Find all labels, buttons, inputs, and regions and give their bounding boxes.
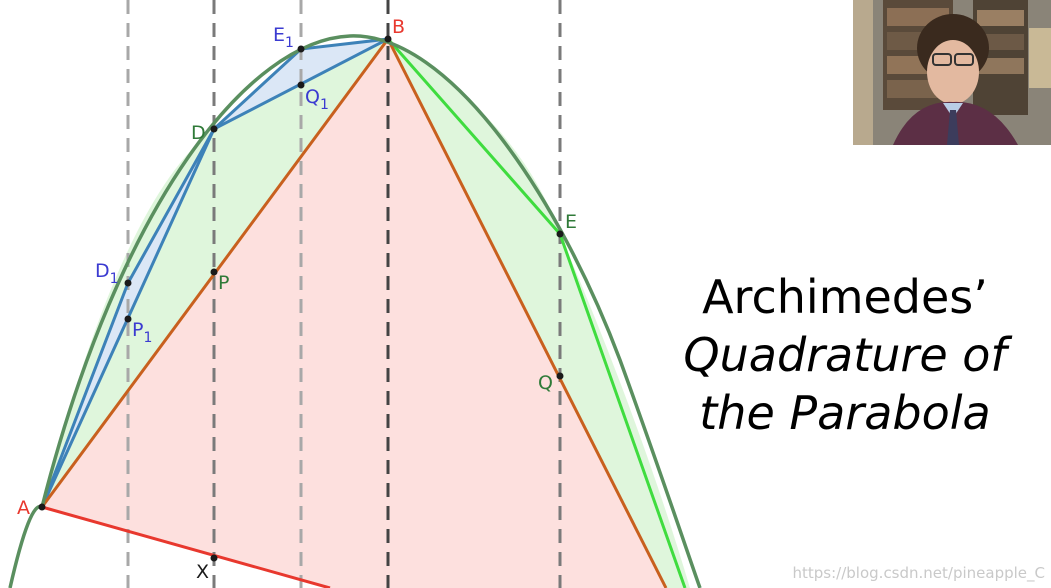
label-x: X [196,561,209,583]
presenter-webcam [853,0,1051,145]
chord-e-c [558,233,687,588]
line-b-c [386,38,668,588]
label-p1: P1 [132,319,152,346]
label-q: Q [538,372,553,394]
label-e1-base: E [273,24,285,46]
label-d1: D1 [95,260,119,287]
label-d1-base: D [95,260,110,282]
label-a: A [17,497,30,519]
label-e: E [565,211,577,233]
label-e1-sub: 1 [285,35,294,51]
title-line-1: Archimedes’ [702,270,988,324]
title-line-2: Quadrature of [683,328,1007,382]
label-e1: E1 [273,24,294,51]
point-d [210,125,218,133]
point-e [556,230,564,238]
slide-title: Archimedes’ Quadrature of the Parabola [645,268,1045,442]
presenter-video-frame [853,0,1051,145]
label-q1-base: Q [305,86,320,108]
label-d: D [191,122,206,144]
point-p [210,268,218,276]
line-a-x [41,505,331,588]
point-p1 [124,315,132,323]
label-q1-sub: 1 [320,97,329,113]
point-q1 [297,81,305,89]
chord-b-e [386,38,562,235]
label-b: B [392,16,405,38]
pink-triangle [42,39,665,588]
label-p1-sub: 1 [143,330,152,346]
watermark-url: https://blog.csdn.net/pineapple_C [792,564,1045,582]
point-a [38,503,46,511]
green-region-right [388,39,690,588]
point-d1 [124,279,132,287]
label-q1: Q1 [305,86,329,113]
point-x [210,554,218,562]
title-line-3: the Parabola [699,386,991,440]
label-p: P [218,272,229,294]
label-d1-sub: 1 [110,271,119,287]
label-p1-base: P [132,319,143,341]
point-b [384,35,392,43]
point-e1 [297,45,305,53]
point-q [556,372,564,380]
